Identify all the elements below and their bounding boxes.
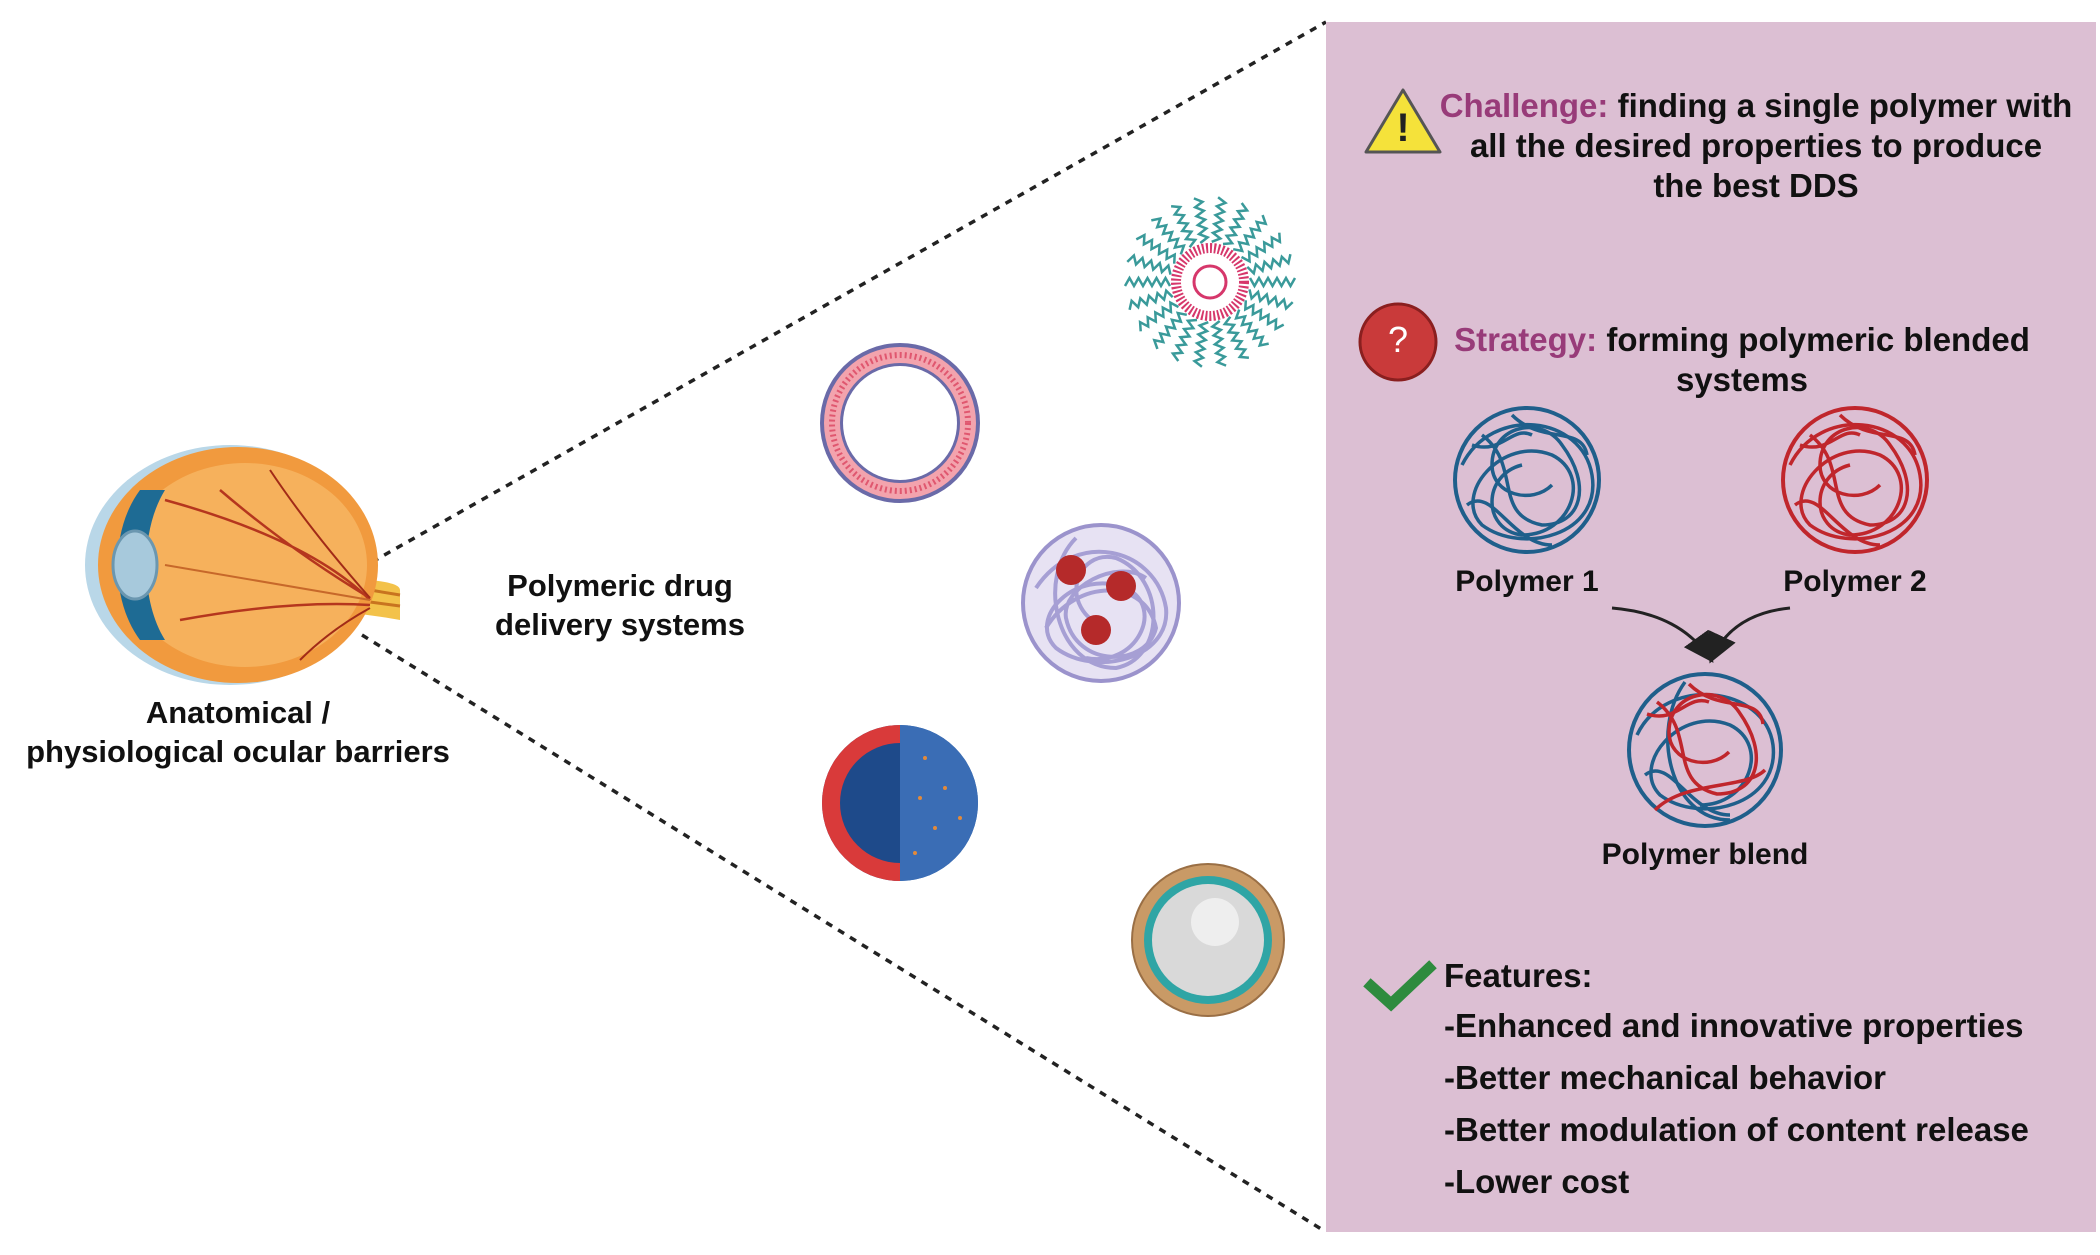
micelle-chain bbox=[1192, 197, 1211, 244]
liposome-icon bbox=[820, 343, 980, 503]
micelle-chain bbox=[1151, 216, 1186, 255]
challenge-heading: Challenge: bbox=[1439, 87, 1609, 124]
solid-lipid-nanoparticle-icon bbox=[822, 725, 978, 881]
nanocapsule-icon bbox=[1131, 863, 1285, 1017]
merge-arrows bbox=[1611, 606, 1791, 664]
eye-label-line2: physiological ocular barriers bbox=[26, 734, 450, 769]
challenge-line1: finding a single polymer with bbox=[1617, 87, 2073, 124]
eye-illustration bbox=[85, 445, 401, 685]
dds-label-line2: delivery systems bbox=[495, 607, 745, 642]
feature-item: -Enhanced and innovative properties bbox=[1444, 1007, 2024, 1044]
micelle-chain bbox=[1170, 318, 1198, 362]
polymer2-coil bbox=[1781, 406, 1929, 554]
features-list: -Enhanced and innovative properties -Bet… bbox=[1444, 1000, 2029, 1208]
micelle-chain bbox=[1152, 311, 1188, 350]
micelle-chain bbox=[1170, 205, 1198, 249]
features-heading: Features: bbox=[1444, 957, 1593, 994]
question-glyph: ? bbox=[1387, 319, 1409, 360]
polymer-blend-coil bbox=[1627, 672, 1783, 828]
micelle-chain bbox=[1123, 275, 1172, 289]
micelle-chain bbox=[1135, 232, 1177, 264]
warning-glyph: ! bbox=[1396, 106, 1410, 150]
info-panel bbox=[1326, 22, 2096, 1232]
polymer2-label: Polymer 2 bbox=[1783, 565, 1927, 598]
polymer1-coil bbox=[1453, 406, 1601, 554]
strategy-line1: forming polymeric blended bbox=[1606, 321, 2030, 358]
feature-item: -Better mechanical behavior bbox=[1444, 1059, 1886, 1096]
challenge-block: Challenge: finding a single polymer with… bbox=[1436, 86, 2076, 206]
eye-label: Anatomical / physiological ocular barrie… bbox=[0, 693, 476, 771]
challenge-line2: all the desired properties to produce bbox=[1469, 127, 2043, 164]
checkmark-icon bbox=[1363, 960, 1437, 1012]
polymer-blend-label: Polymer blend bbox=[1601, 838, 1809, 871]
micelle-chain bbox=[1240, 232, 1282, 264]
warning-icon bbox=[1364, 88, 1442, 154]
micelle-chain bbox=[1234, 309, 1269, 348]
micelle-chain bbox=[1128, 288, 1174, 311]
micelle-icon bbox=[1123, 196, 1297, 368]
strategy-block: Strategy: forming polymeric blended syst… bbox=[1442, 320, 2042, 400]
strategy-heading: Strategy: bbox=[1454, 321, 1598, 358]
micelle-chain bbox=[1222, 202, 1250, 246]
polymer1-label: Polymer 1 bbox=[1455, 565, 1599, 598]
micelle-chain bbox=[1209, 320, 1228, 367]
micelle-chain bbox=[1222, 315, 1250, 359]
micelle-chain bbox=[1248, 275, 1297, 289]
challenge-line3: the best DDS bbox=[1653, 167, 1859, 204]
polymeric-nanoparticle-icon bbox=[1021, 523, 1181, 683]
micelle-chain bbox=[1192, 321, 1210, 368]
feature-item: -Better modulation of content release bbox=[1444, 1111, 2029, 1148]
micelle-chain bbox=[1246, 253, 1292, 276]
micelle-chain bbox=[1243, 300, 1285, 332]
eye-label-line1: Anatomical / bbox=[145, 695, 331, 730]
strategy-line2: systems bbox=[1675, 361, 1809, 398]
micelle-chain bbox=[1126, 253, 1172, 275]
micelle-chain bbox=[1138, 300, 1180, 332]
dds-label-line1: Polymeric drug bbox=[507, 568, 733, 603]
micelle-chain bbox=[1232, 214, 1268, 253]
feature-item: -Lower cost bbox=[1444, 1163, 1630, 1200]
dds-label: Polymeric drug delivery systems bbox=[470, 566, 770, 644]
question-icon bbox=[1358, 302, 1438, 382]
micelle-chain bbox=[1248, 289, 1294, 311]
micelle-chain bbox=[1210, 196, 1228, 243]
